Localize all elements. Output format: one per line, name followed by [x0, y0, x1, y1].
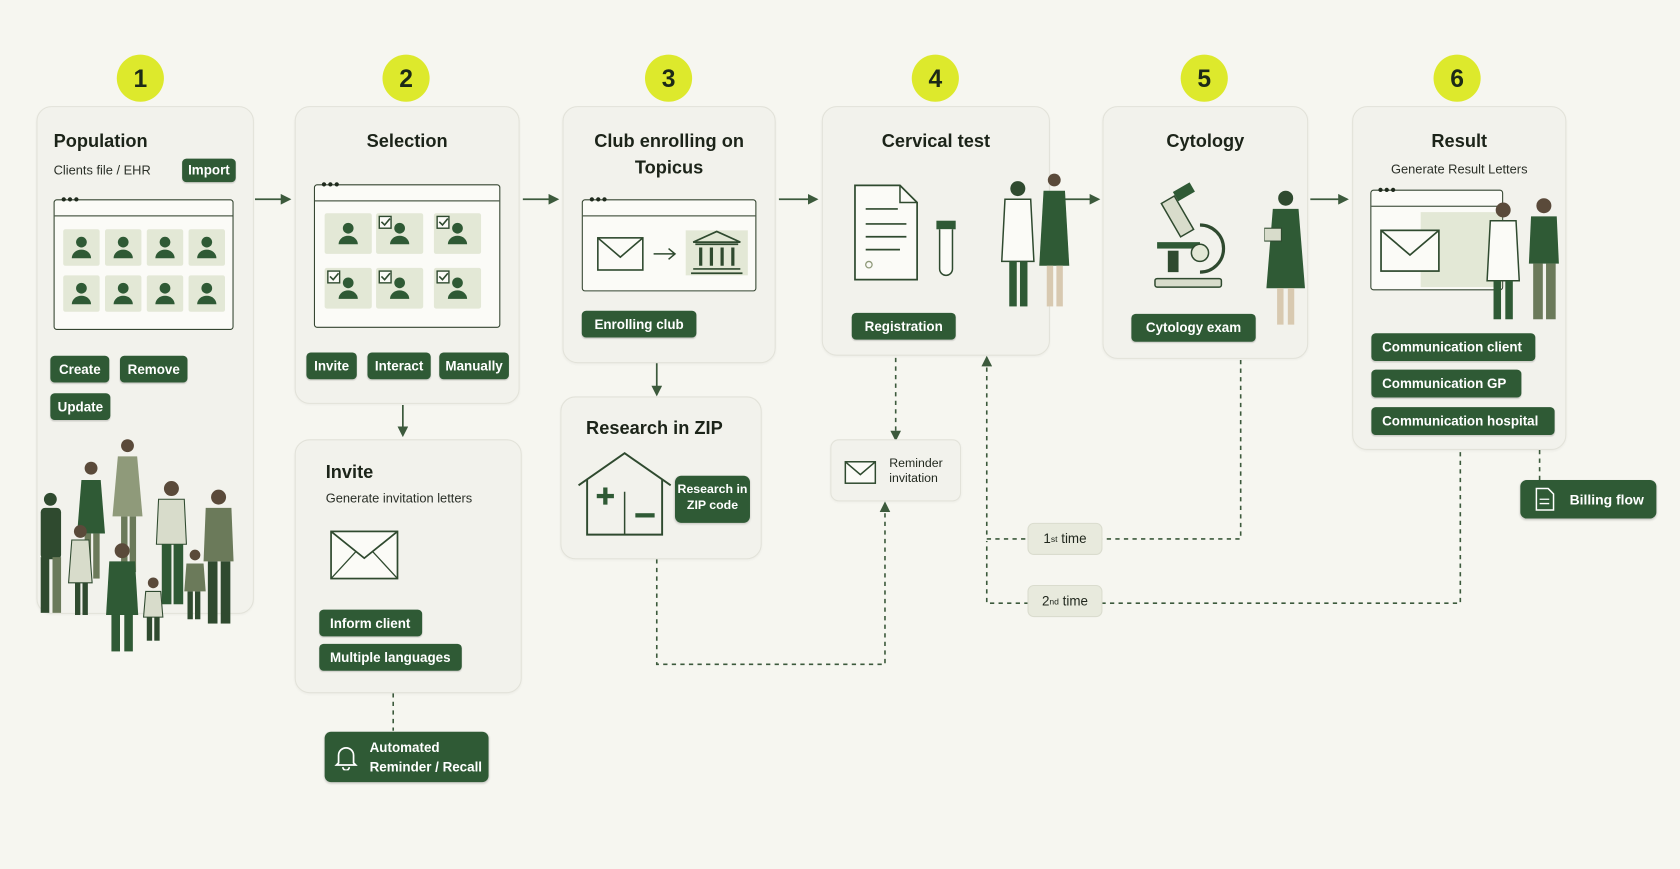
step-number-badge: 5: [1180, 54, 1228, 102]
person-icon: [104, 275, 142, 312]
person-icon: [63, 275, 100, 312]
automated-reminder-box[interactable]: Automated Reminder / Recall: [324, 731, 489, 783]
envelope-icon: [844, 461, 877, 484]
doctor-patient-illustration: [1486, 198, 1559, 320]
step-number-badge: 6: [1433, 54, 1481, 102]
envelope-icon: [597, 237, 644, 271]
population-title: Population: [53, 130, 148, 152]
billing-flow-label: Billing flow: [1569, 491, 1644, 508]
communication-hospital-button[interactable]: Communication hospital: [1371, 407, 1555, 435]
invite-button[interactable]: Invite: [306, 352, 357, 380]
dashed-lines: [392, 355, 1541, 731]
interact-button[interactable]: Interact: [367, 352, 431, 380]
invoice-icon: [1535, 487, 1555, 511]
checkbox-icon: [324, 267, 372, 309]
checkbox-icon: [376, 213, 424, 254]
envelope-icon: [1380, 229, 1440, 272]
envelope-icon: [330, 530, 399, 580]
result-title: Result: [1431, 130, 1488, 152]
arrow-right-icon: [653, 247, 677, 260]
club-title-line1: Club enrolling on: [594, 130, 744, 152]
reminder-line1: Reminder: [889, 457, 943, 471]
inform-client-button[interactable]: Inform client: [319, 609, 423, 637]
cytology-card: Cytology Cytology exam: [1102, 106, 1309, 359]
result-card: Result Generate Result Letters ••• Commu…: [1352, 106, 1567, 450]
club-title-line2: Topicus: [634, 157, 704, 178]
step-number-badge: 1: [116, 54, 164, 102]
bell-icon: [334, 747, 358, 771]
cytology-exam-button[interactable]: Cytology exam: [1131, 313, 1256, 342]
registration-button[interactable]: Registration: [851, 312, 956, 340]
automated-line1: Automated: [369, 740, 440, 756]
step-number-badge: 3: [644, 54, 693, 102]
reminder-line2: invitation: [889, 472, 938, 486]
invite-subtitle: Generate invitation letters: [325, 490, 473, 506]
selection-card: Selection ••• Invite Interact Manually: [294, 106, 520, 404]
club-enrolling-card: Club enrolling on Topicus ••• Enrolling …: [562, 106, 776, 364]
result-subtitle: Generate Result Letters: [1390, 161, 1528, 177]
automated-line2: Reminder / Recall: [369, 759, 483, 775]
cervical-test-title: Cervical test: [881, 130, 991, 152]
communication-client-button[interactable]: Communication client: [1371, 333, 1536, 362]
manually-button[interactable]: Manually: [439, 352, 509, 380]
step-number-badge: 2: [382, 54, 430, 102]
invite-title: Invite: [325, 461, 374, 483]
invite-card: Invite Generate invitation letters Infor…: [294, 439, 522, 694]
selection-title: Selection: [366, 130, 448, 152]
checkbox-icon: [376, 267, 424, 309]
remove-button[interactable]: Remove: [119, 355, 188, 383]
population-subtitle: Clients file / EHR: [53, 162, 151, 178]
result-window: •••: [1370, 181, 1504, 291]
communication-gp-button[interactable]: Communication GP: [1371, 369, 1522, 398]
house-icon: [578, 452, 672, 536]
person-icon: [104, 229, 142, 266]
research-to-reminder-line: [655, 501, 891, 666]
bank-icon: [691, 230, 743, 275]
lab-technician-illustration: [1264, 190, 1305, 325]
update-button[interactable]: Update: [50, 393, 111, 420]
research-zip-card: Research in ZIP Research in ZIP code: [560, 396, 762, 560]
selection-window: •••: [313, 176, 501, 328]
person-icon: [63, 229, 100, 266]
checkbox-icon: [433, 213, 482, 254]
enrolling-club-button[interactable]: Enrolling club: [581, 310, 697, 338]
billing-flow-box[interactable]: Billing flow: [1520, 479, 1657, 519]
research-zip-code-badge[interactable]: Research in ZIP code: [674, 475, 750, 523]
second-time-loop-line: [985, 452, 1462, 605]
import-button[interactable]: Import: [182, 158, 236, 183]
test-tube-icon: [936, 220, 956, 277]
step-number-badge: 4: [911, 54, 959, 102]
microscope-icon: [1154, 182, 1226, 288]
person-icon: [146, 275, 184, 312]
document-icon: [854, 184, 918, 281]
create-button[interactable]: Create: [50, 355, 110, 383]
first-time-loop-line: [981, 355, 1242, 540]
person-icon: [324, 213, 372, 254]
enrolling-window: •••: [581, 191, 757, 292]
population-people-illustration: [40, 439, 234, 652]
cytology-title: Cytology: [1166, 130, 1245, 152]
person-icon: [146, 229, 184, 266]
checkbox-icon: [433, 267, 482, 309]
client-file-window: •••: [53, 191, 234, 330]
reminder-invitation-card: Reminder invitation: [830, 439, 962, 502]
research-title: Research in ZIP: [586, 417, 723, 439]
cervical-test-card: Cervical test Registration: [821, 106, 1070, 356]
multiple-languages-button[interactable]: Multiple languages: [319, 643, 462, 671]
person-icon: [188, 275, 225, 312]
clinician-patient-illustration: [1000, 173, 1070, 307]
person-icon: [188, 229, 225, 266]
solid-arrows: [254, 193, 1349, 438]
